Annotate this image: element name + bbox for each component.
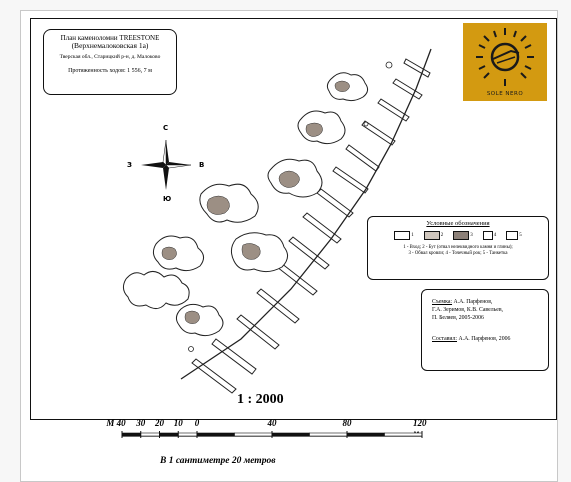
scale-tick-label: 0 [194, 418, 200, 428]
map-subtitle: (Верхнемалоковская 1а) [71, 41, 149, 50]
legend-number: 3 [470, 233, 473, 238]
compass-east-label: В [199, 161, 205, 169]
scale-tick-label: 10 [173, 418, 183, 428]
scale-segment [177, 432, 198, 437]
passage-length: Протяженность ходов: 1 556, 7 м [68, 68, 152, 74]
scale-tick-label: М 40 [106, 418, 126, 428]
scale-bar-graphic [121, 431, 423, 438]
scale-segment [271, 432, 310, 437]
legend-item-5: 5 [506, 231, 522, 240]
legend-title: Условные обозначения [426, 220, 490, 227]
scale-tick-label: 40 [267, 418, 277, 428]
wedge-symbol-icon [506, 231, 519, 240]
compiled-label: Составил: [432, 336, 458, 342]
rubble-symbol-icon [423, 231, 440, 240]
point-symbol-icon [482, 231, 493, 240]
credits-box: Съемка: А.А. Парфенов, Г.А. Зеримов, К.В… [421, 289, 549, 371]
legend-description-2: 3 - Обвал кровли; 4 - Точечный рок; 5 - … [408, 251, 508, 256]
collapse-symbol-icon [453, 231, 470, 240]
legend-item-3: 3 [453, 231, 473, 240]
compiled-credit: Составил: А.А. Парфенов, 2006 [432, 335, 540, 343]
scale-ratio: 1 : 2000 [237, 392, 284, 407]
scale-tick-label: 20 [155, 418, 164, 428]
scale-segment [159, 432, 179, 437]
survey-credit: Съемка: А.А. Парфенов, [432, 298, 540, 306]
compiled-text: А.А. Парфенов, 2006 [458, 336, 511, 342]
legend-number: 2 [440, 233, 444, 238]
scale-tick-label: 80 [342, 418, 352, 428]
compass-south-label: Ю [163, 195, 172, 203]
scale-segment [121, 432, 142, 437]
legend-item-2: 2 [423, 231, 444, 240]
legend-number: 1 [411, 233, 414, 238]
legend-description-1: 1 - Вход; 2 - Бут (отвал нелеквидного ка… [403, 245, 513, 250]
scale-segment [309, 432, 348, 437]
scale-caption: В 1 сантиметре 20 метров [160, 456, 276, 466]
legend-item-1: 1 [394, 231, 414, 240]
scale-segment [384, 432, 423, 437]
legend-number: 5 [519, 233, 522, 238]
compass-north-label: С [163, 124, 169, 132]
compass-west-label: З [127, 161, 132, 169]
map-location: Тверская обл., Старицкий р-н, д. Малоков… [59, 54, 161, 60]
scale-segment [196, 432, 235, 437]
legend-box: Условные обозначения 1 2 3 4 5 [367, 216, 549, 280]
logo-text: SOLE NERO [486, 91, 524, 97]
sole-nero-logo: SOLE NERO [463, 23, 547, 101]
survey-line-3: П. Беляев, 2005-2006 [432, 315, 484, 321]
compass-rose: С Ю З В [127, 124, 204, 203]
legend-symbols: 1 2 3 4 5 [368, 231, 548, 240]
scale-segment [140, 432, 160, 437]
legend-number: 4 [493, 233, 497, 238]
survey-line-2: Г.А. Зеримов, К.В. Савельев, [432, 307, 504, 313]
scale-tick-label: 30 [136, 418, 146, 428]
title-box: План каменоломни TREESTONE (Верхнемалоко… [43, 29, 177, 95]
survey-line-1: А.А. Парфенов, [453, 299, 493, 305]
map-title: План каменоломни TREESTONE [60, 34, 160, 42]
scale-segment [234, 432, 273, 437]
entrance-symbol-icon [394, 231, 411, 240]
sun-emblem-icon [476, 28, 534, 86]
compass-rose-icon [141, 139, 192, 190]
map-frame: План каменоломни TREESTONE (Верхнемалоко… [30, 18, 557, 420]
scale-segment [346, 432, 385, 437]
survey-label: Съемка: [432, 299, 453, 305]
legend-item-4: 4 [482, 231, 497, 240]
